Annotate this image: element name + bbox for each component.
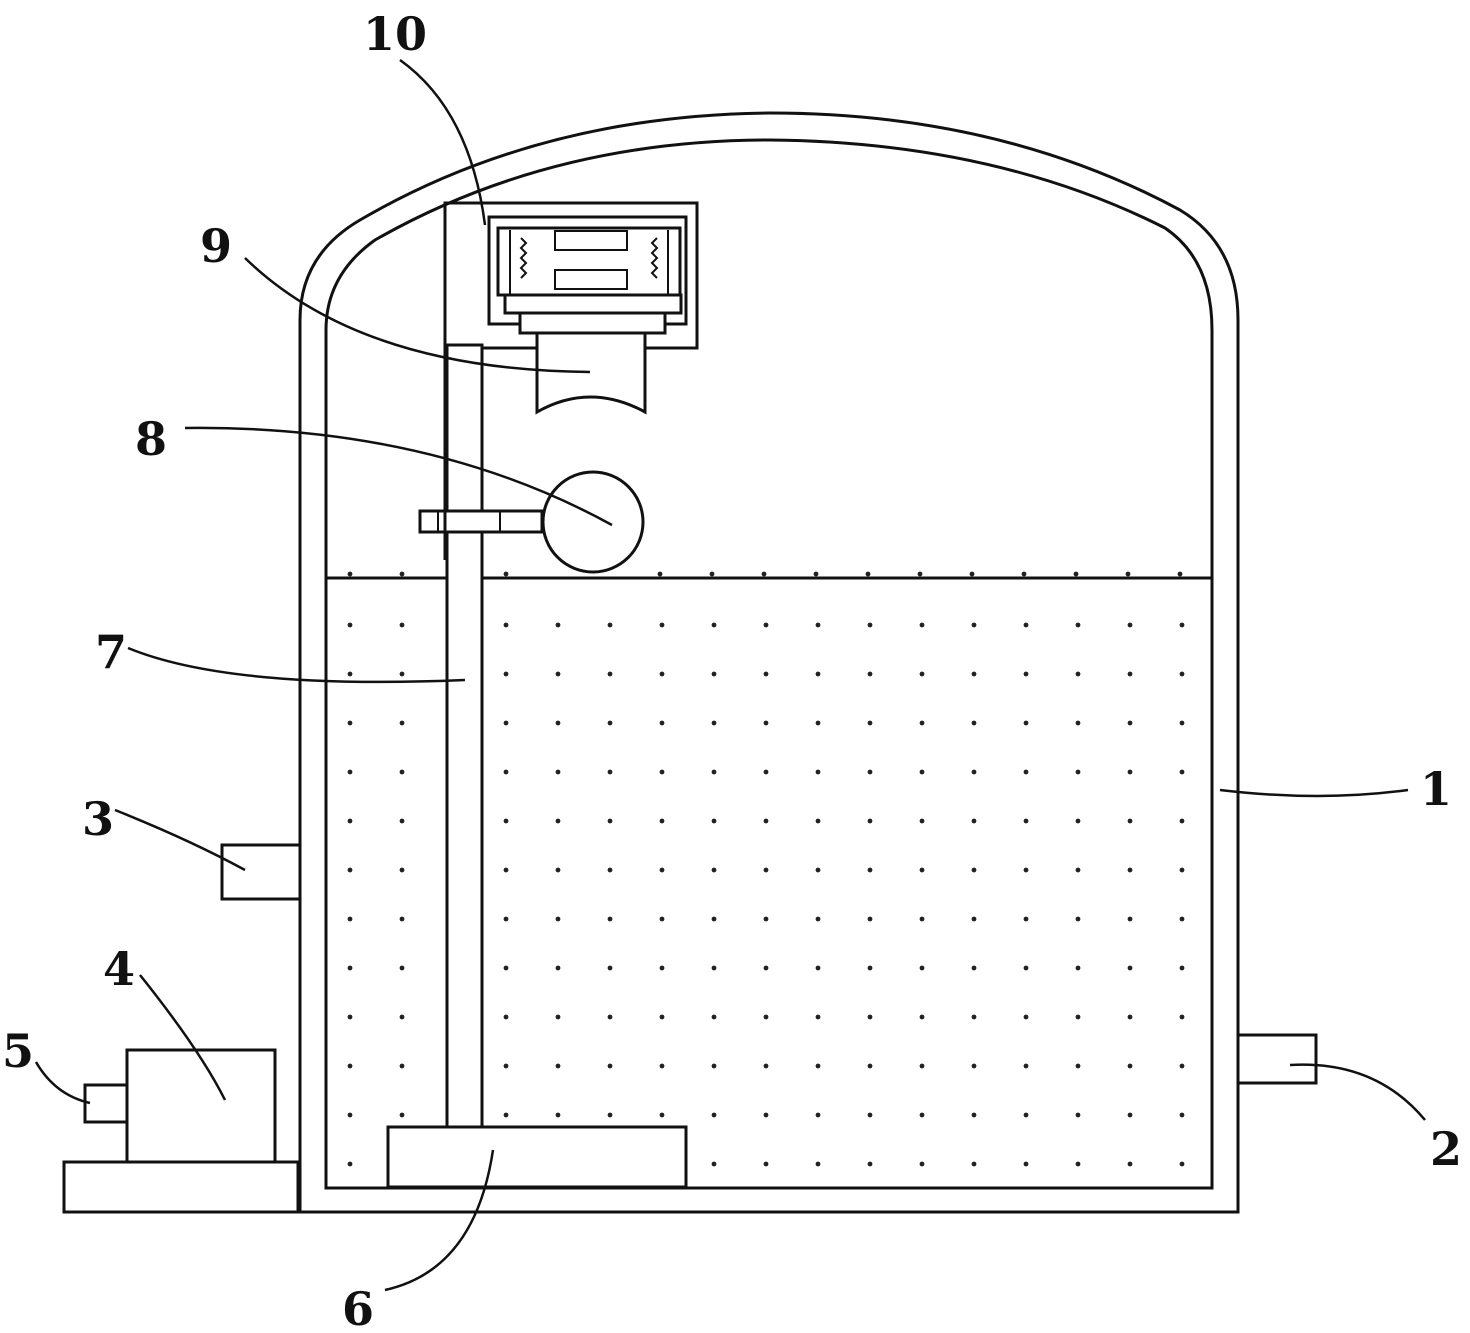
- nozzle: [535, 331, 647, 415]
- top-housing: [443, 201, 699, 560]
- label-1: 1: [1420, 762, 1452, 816]
- motor-assembly: [62, 1048, 300, 1214]
- label-8: 8: [135, 412, 167, 466]
- label-7: 7: [95, 625, 127, 679]
- label-3: 3: [82, 792, 114, 846]
- label-4: 4: [103, 942, 135, 996]
- vertical-rod: [445, 343, 484, 1131]
- leader-lines: [34, 58, 1426, 1292]
- surface-dots: [347, 571, 1183, 577]
- label-9: 9: [200, 219, 232, 273]
- outlet-pipe: [1236, 1033, 1318, 1085]
- label-10: 10: [363, 7, 427, 61]
- label-5: 5: [2, 1024, 34, 1078]
- tank-body: [298, 111, 1240, 1214]
- float-assembly: [418, 470, 645, 574]
- inlet-pipe: [220, 843, 302, 901]
- label-2: 2: [1430, 1122, 1462, 1176]
- impeller-plate: [386, 1125, 688, 1189]
- reference-numerals: 10 9 8 7 1 3 4 5 2 6: [2, 7, 1462, 1333]
- label-6: 6: [342, 1282, 374, 1333]
